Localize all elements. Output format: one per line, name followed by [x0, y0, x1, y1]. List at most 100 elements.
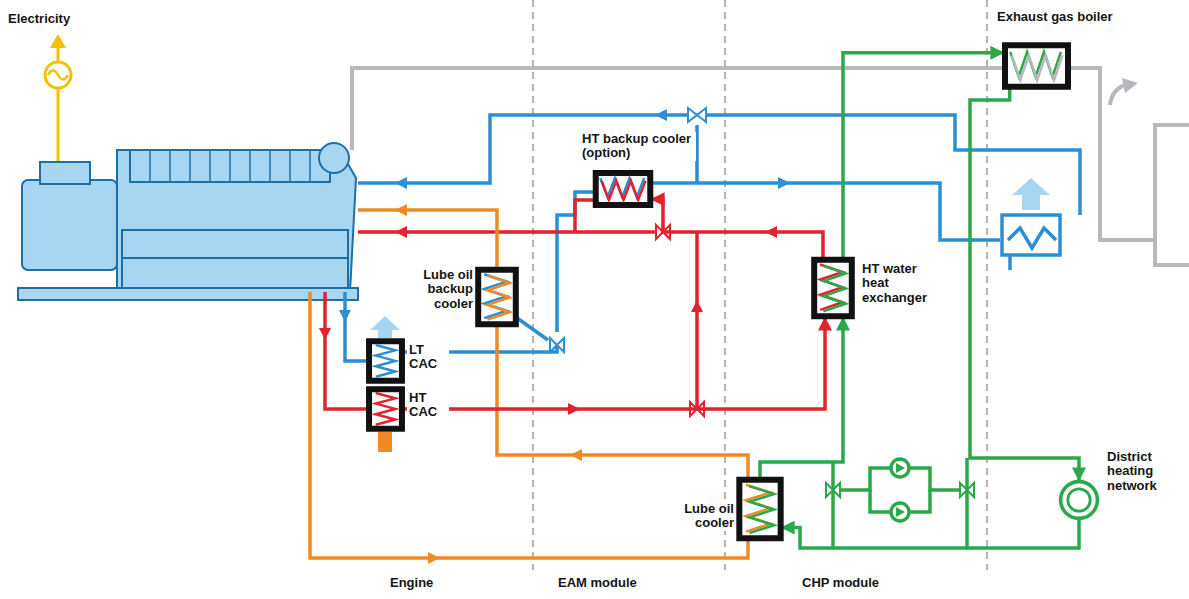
- blue-pipe: [706, 115, 1080, 215]
- component-label: LT CAC: [407, 343, 449, 372]
- exchanger-coil: [823, 266, 845, 311]
- orange-pipe: [428, 552, 440, 564]
- symbol-outline: [813, 258, 853, 318]
- symbol-outline: [368, 340, 403, 382]
- red-pipe: [695, 232, 699, 409]
- blue-pipe: [345, 292, 368, 361]
- cooling-air-arrow: [1012, 178, 1050, 210]
- pipe-connector: [970, 88, 1079, 480]
- engine-illustration: [319, 143, 349, 173]
- green-pipe: [891, 459, 909, 477]
- symbol-outline: [1059, 480, 1099, 520]
- exchanger-coil: [376, 345, 396, 377]
- engine-illustration: [122, 257, 348, 259]
- exchanger-outline: [814, 260, 852, 316]
- component-label: HT backup cooler (option): [580, 132, 696, 161]
- heat-exchanger-box: HT CAC: [368, 388, 403, 430]
- exchanger-coil: [602, 181, 646, 200]
- generator-symbol: [57, 46, 60, 62]
- heat-exchanger-box: HT backup cooler (option): [594, 172, 652, 206]
- blue-pipe: [655, 109, 667, 121]
- generator-symbol: [48, 71, 68, 80]
- valve-symbol: [826, 483, 840, 497]
- orange-pipe: [358, 210, 497, 268]
- exhaust-pipe: [352, 68, 1189, 265]
- pipe-connector: [652, 199, 823, 258]
- exchanger-outline: [478, 270, 516, 325]
- valve-symbol: [550, 108, 974, 497]
- exhaust-pipe: [1155, 125, 1189, 265]
- component-label: Lube oil backup cooler: [405, 268, 475, 311]
- valve-symbol: [550, 338, 564, 352]
- network-ring: [1068, 489, 1090, 511]
- exchanger-coil: [376, 393, 396, 425]
- red-pipe: [691, 300, 703, 312]
- blue-pipe: [778, 177, 790, 189]
- blue-pipe: [339, 310, 351, 322]
- valve-symbol: [688, 108, 706, 122]
- engine-illustration: [40, 162, 90, 184]
- green-pipe: [965, 458, 969, 548]
- generator-symbol: [45, 34, 71, 180]
- component-label: District heating network: [1105, 450, 1181, 493]
- section-label: Electricity: [6, 12, 72, 26]
- red-pipe: [319, 328, 331, 340]
- heat-exchanger-box: LT CAC: [368, 340, 403, 382]
- cooling-air-arrow: [378, 432, 392, 452]
- green-pipe: [831, 462, 835, 548]
- pipe-connector: [403, 318, 825, 409]
- symbol-outline: [368, 388, 403, 430]
- section-label: EAM module: [556, 576, 639, 590]
- pipe-connector: [760, 318, 843, 478]
- module-divider: [533, 0, 987, 570]
- exchanger-outline: [596, 173, 651, 205]
- orange-pipe: [570, 449, 582, 461]
- green-pipe: [896, 507, 905, 517]
- blue-pipe: [1008, 255, 1012, 270]
- exchanger-outline: [1005, 45, 1068, 86]
- heat-exchanger-box: HT water heat exchanger: [813, 258, 853, 318]
- red-pipe: [325, 292, 368, 409]
- pipe-connector: [843, 53, 1003, 258]
- component-label: HT water heat exchanger: [860, 262, 938, 305]
- blue-pipe: [557, 192, 594, 332]
- module-divider: [532, 0, 534, 570]
- exchanger-coil: [749, 486, 774, 533]
- pipe-connector: [782, 520, 1079, 548]
- symbol-outline: [594, 172, 652, 206]
- section-label: CHP module: [800, 576, 881, 590]
- blue-pipe: [517, 318, 548, 340]
- orange-pipe: [395, 204, 407, 216]
- engine-illustration: [130, 150, 330, 182]
- generator-symbol: [45, 62, 71, 88]
- symbol-outline: [1003, 44, 1070, 88]
- module-divider: [986, 0, 988, 570]
- red-pipe: [395, 226, 407, 238]
- engine-illustration: [22, 180, 117, 270]
- exhaust-pipe: [1122, 78, 1138, 93]
- green-pipe: [896, 463, 905, 473]
- engine-illustration: [18, 143, 358, 300]
- heat-exchanger-box: Exhaust gas boiler: [1003, 44, 1070, 88]
- module-divider: [724, 0, 726, 570]
- orange-pipe: [310, 204, 748, 564]
- exchanger-coil: [487, 276, 509, 320]
- blue-pipe: [1008, 228, 1056, 248]
- generator-symbol: [50, 34, 66, 48]
- heat-exchanger-box: Lube oil cooler: [738, 478, 782, 540]
- component-label: HT CAC: [407, 391, 449, 420]
- exchanger-coil: [1012, 55, 1063, 80]
- red-pipe: [575, 200, 594, 232]
- symbol-outline: [738, 478, 782, 540]
- cooling-air-arrow: [370, 316, 400, 338]
- component-label: Exhaust gas boiler: [995, 10, 1129, 24]
- blue-pipe: [395, 177, 407, 189]
- heat-exchanger-box: Lube oil backup cooler: [477, 268, 517, 326]
- cooling-air-arrow: [370, 178, 1050, 452]
- blue-pipe: [1002, 215, 1060, 255]
- symbol-outline: [477, 268, 517, 326]
- orange-pipe: [497, 326, 748, 478]
- green-pipe: [833, 458, 967, 548]
